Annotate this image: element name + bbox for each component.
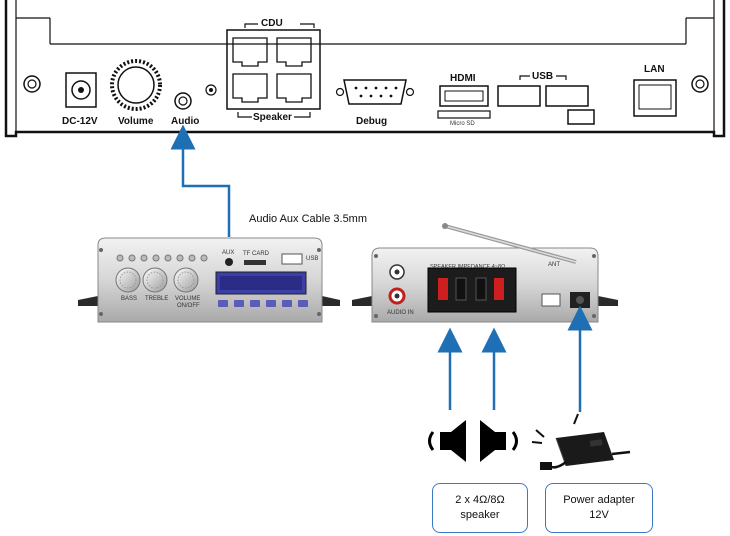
- usb-port-2-icon: [545, 85, 589, 107]
- amp-display-icon: [215, 271, 307, 295]
- cdu-label: CDU: [261, 18, 283, 29]
- tf-card-slot-icon: [244, 260, 266, 265]
- power-spec-line2: 12V: [589, 509, 609, 521]
- amp-onoff-label: ON/OFF: [177, 303, 200, 309]
- cdu-port-block: [226, 29, 321, 110]
- rca-jack-white-icon: [389, 264, 405, 280]
- amp-aux-label: AUX: [222, 250, 235, 256]
- amp-back-usb-icon: [541, 293, 561, 307]
- speaker-right-icon: [480, 420, 518, 462]
- dc-jack-icon: [65, 72, 97, 108]
- cdu-bracket: [244, 23, 315, 28]
- mount-hole-left: [23, 75, 41, 93]
- hdmi-port-icon: [439, 85, 489, 107]
- usb-bracket: [519, 75, 567, 80]
- amp-bass-label: BASS: [121, 296, 138, 302]
- mount-hole-right: [691, 75, 709, 93]
- debug-label: Debug: [356, 116, 388, 127]
- usb-label: USB: [532, 71, 554, 82]
- amp-treble-label: TREBLE: [145, 296, 169, 302]
- led-indicator-icon: [205, 84, 217, 96]
- usb-port-1-icon: [497, 85, 541, 107]
- volume-knob-amp-icon: [173, 267, 199, 293]
- usb-port-3-icon: [567, 109, 595, 125]
- speaker-left-icon: [428, 420, 466, 462]
- bass-knob-icon: [115, 267, 141, 293]
- aux-cable-arrow: [170, 124, 231, 237]
- amp-volume-label: VOLUME: [175, 296, 201, 302]
- amp-usb-label: USB: [306, 256, 319, 262]
- lan-port-icon: [633, 79, 677, 117]
- speaker-terminal-block-icon: [427, 267, 517, 313]
- power-adapter-icon: [531, 413, 631, 470]
- rca-jack-red-icon: [388, 287, 406, 305]
- treble-knob-icon: [142, 267, 168, 293]
- lan-label: LAN: [644, 64, 665, 75]
- ant-label: ANT: [548, 262, 560, 268]
- debug-port-icon: [335, 79, 415, 105]
- antenna-icon: [442, 223, 577, 264]
- speaker-spec-line1: 2 x 4Ω/8Ω: [455, 494, 505, 506]
- amp-indicator-leds: [116, 254, 208, 262]
- device-back-panel: [4, 0, 726, 138]
- impedance-label: SPEAKER IMPEDANCE 4~8Ω: [430, 264, 506, 270]
- amp-buttons: [218, 300, 308, 307]
- speaker-spec-box: 2 x 4Ω/8Ω speaker: [432, 483, 528, 533]
- speaker-spec-line2: speaker: [460, 509, 500, 521]
- amp-aux-jack-icon: [225, 258, 233, 266]
- volume-knob-icon: [110, 59, 162, 111]
- power-spec-box: Power adapter 12V: [545, 483, 653, 533]
- amp-usb-port-icon: [281, 253, 303, 265]
- micro-sd-label: Micro SD: [450, 121, 475, 127]
- power-spec-line1: Power adapter: [563, 494, 635, 506]
- audio-label: Audio: [171, 116, 200, 127]
- dc-input-icon: [570, 292, 590, 308]
- speaker-bracket: [237, 112, 311, 118]
- audio-in-label: AUDIO IN: [387, 310, 414, 316]
- speaker-label: Speaker: [253, 112, 292, 123]
- volume-label: Volume: [118, 116, 154, 127]
- amp-tf-label: TF CARD: [243, 251, 269, 257]
- cable-label: Audio Aux Cable 3.5mm: [249, 213, 368, 225]
- micro-sd-slot-icon: [437, 110, 491, 119]
- hdmi-label: HDMI: [450, 73, 476, 84]
- dc-label: DC-12V: [62, 116, 98, 127]
- audio-jack-icon: [174, 92, 192, 110]
